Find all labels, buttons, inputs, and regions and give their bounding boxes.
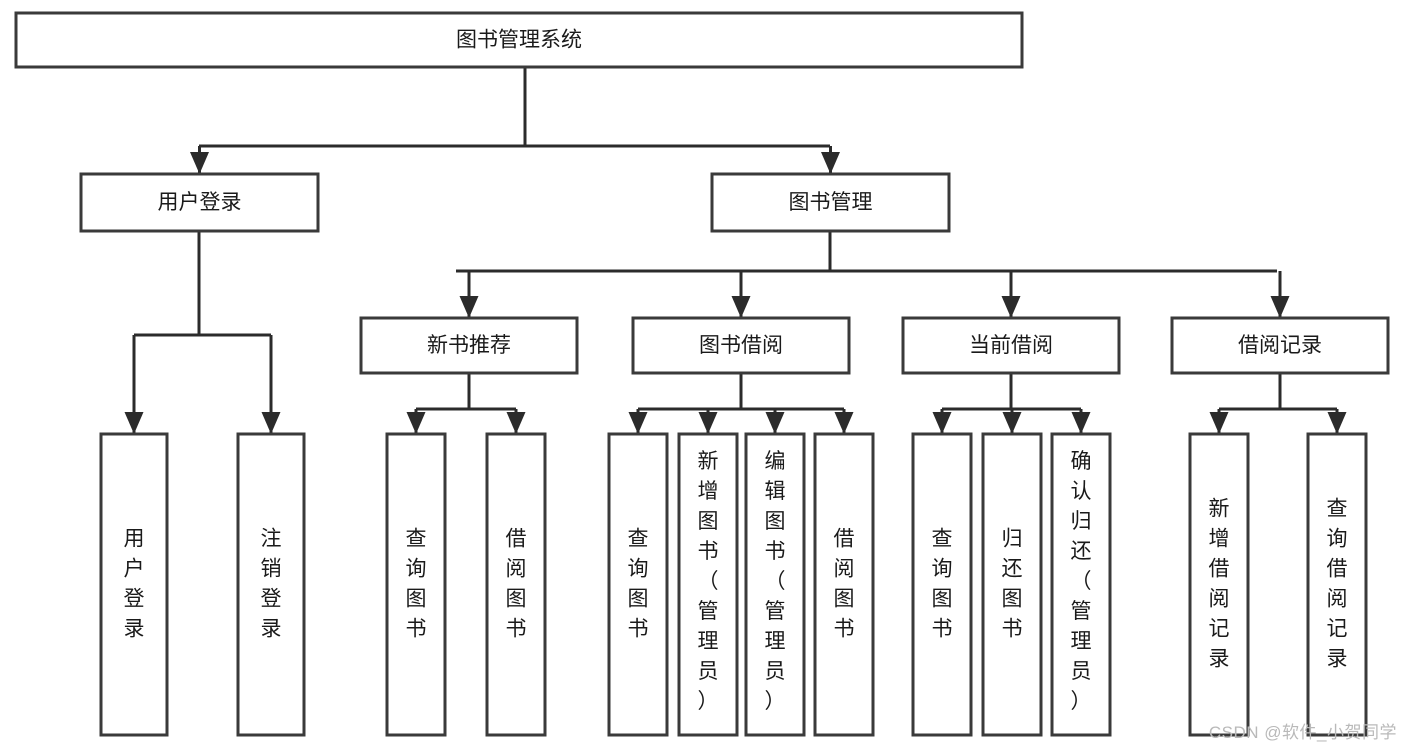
node-leaf-confirm-return[interactable]: 确认归还（管理员） xyxy=(1050,432,1112,737)
node-rect[interactable] xyxy=(607,432,669,737)
arrow-head xyxy=(459,296,479,318)
node-leaf-add-book[interactable]: 新增图书（管理员） xyxy=(677,432,739,737)
boxes-layer: 图书管理系统用户登录图书管理新书推荐图书借阅当前借阅借阅记录用户登录注销登录查询… xyxy=(14,11,1390,737)
arrow-head xyxy=(731,296,751,318)
arrow-head xyxy=(765,412,785,434)
arrow-head xyxy=(124,412,144,434)
node-label: 借阅图书 xyxy=(506,528,527,641)
node-leaf-query-record[interactable]: 查询借阅记录 xyxy=(1306,432,1368,737)
arrow-head xyxy=(406,412,426,434)
node-rect[interactable] xyxy=(981,432,1043,737)
node-leaf-query-book-2[interactable]: 查询图书 xyxy=(607,432,669,737)
node-label: 用户登录 xyxy=(124,528,145,641)
node-rect[interactable] xyxy=(1050,432,1112,737)
node-rect[interactable] xyxy=(485,432,547,737)
node-leaf-borrow-book-1[interactable]: 借阅图书 xyxy=(485,432,547,737)
node-leaf-return-book[interactable]: 归还图书 xyxy=(981,432,1043,737)
node-current-borrow[interactable]: 当前借阅 xyxy=(901,316,1121,375)
node-rect[interactable] xyxy=(236,432,306,737)
node-borrow-record[interactable]: 借阅记录 xyxy=(1170,316,1390,375)
node-leaf-borrow-book-2[interactable]: 借阅图书 xyxy=(813,432,875,737)
node-rect[interactable] xyxy=(79,172,320,233)
arrow-head xyxy=(190,152,209,174)
node-new-book-rec[interactable]: 新书推荐 xyxy=(359,316,579,375)
node-label: 当前借阅 xyxy=(969,334,1053,357)
node-leaf-query-book-3[interactable]: 查询图书 xyxy=(911,432,973,737)
node-label: 图书管理 xyxy=(789,191,873,214)
node-label: 归还图书 xyxy=(1002,528,1023,641)
node-label: 确认归还（管理员） xyxy=(1071,450,1092,713)
watermark-text: CSDN @软件_小贺同学 xyxy=(1208,723,1397,742)
node-rect[interactable] xyxy=(744,432,806,737)
connectors-layer xyxy=(124,67,1347,434)
node-label: 图书借阅 xyxy=(699,334,783,357)
node-rect[interactable] xyxy=(99,432,169,737)
node-rect[interactable] xyxy=(813,432,875,737)
arrow-head xyxy=(834,412,854,434)
arrow-head xyxy=(698,412,718,434)
arrow-head xyxy=(506,412,526,434)
arrow-head xyxy=(1002,412,1022,434)
arrow-head xyxy=(932,412,952,434)
node-leaf-edit-book[interactable]: 编辑图书（管理员） xyxy=(744,432,806,737)
node-label: 新书推荐 xyxy=(427,334,511,357)
node-leaf-query-book-1[interactable]: 查询图书 xyxy=(385,432,447,737)
node-label: 注销登录 xyxy=(261,528,282,641)
node-leaf-user-login[interactable]: 用户登录 xyxy=(99,432,169,737)
arrow-head xyxy=(1071,412,1091,434)
node-root[interactable]: 图书管理系统 xyxy=(14,11,1024,69)
node-rect[interactable] xyxy=(710,172,951,233)
node-rect[interactable] xyxy=(14,11,1024,69)
node-label: 查询图书 xyxy=(628,528,649,641)
node-label: 新增图书（管理员） xyxy=(698,450,719,713)
node-rect[interactable] xyxy=(1170,316,1390,375)
arrow-head xyxy=(821,152,840,174)
node-rect[interactable] xyxy=(1188,432,1250,737)
node-leaf-logout[interactable]: 注销登录 xyxy=(236,432,306,737)
arrow-head xyxy=(1209,412,1229,434)
node-rect[interactable] xyxy=(359,316,579,375)
node-label: 图书管理系统 xyxy=(456,29,582,52)
arrow-head xyxy=(1270,296,1290,318)
node-leaf-add-record[interactable]: 新增借阅记录 xyxy=(1188,432,1250,737)
node-rect[interactable] xyxy=(677,432,739,737)
node-label: 借阅图书 xyxy=(834,528,855,641)
arrow-head xyxy=(261,412,281,434)
node-label: 查询借阅记录 xyxy=(1327,498,1348,671)
node-rect[interactable] xyxy=(911,432,973,737)
node-label: 查询图书 xyxy=(406,528,427,641)
node-rect[interactable] xyxy=(901,316,1121,375)
arrow-head xyxy=(1001,296,1021,318)
arrow-head xyxy=(628,412,648,434)
node-label: 借阅记录 xyxy=(1238,334,1322,357)
node-label: 编辑图书（管理员） xyxy=(765,450,786,713)
node-rect[interactable] xyxy=(385,432,447,737)
arrow-head xyxy=(1327,412,1347,434)
node-label: 用户登录 xyxy=(158,191,242,214)
node-rect[interactable] xyxy=(631,316,851,375)
node-book-borrow[interactable]: 图书借阅 xyxy=(631,316,851,375)
node-book-manage[interactable]: 图书管理 xyxy=(710,172,951,233)
node-label: 查询图书 xyxy=(932,528,953,641)
node-label: 新增借阅记录 xyxy=(1209,498,1230,671)
node-rect[interactable] xyxy=(1306,432,1368,737)
node-user-login[interactable]: 用户登录 xyxy=(79,172,320,233)
